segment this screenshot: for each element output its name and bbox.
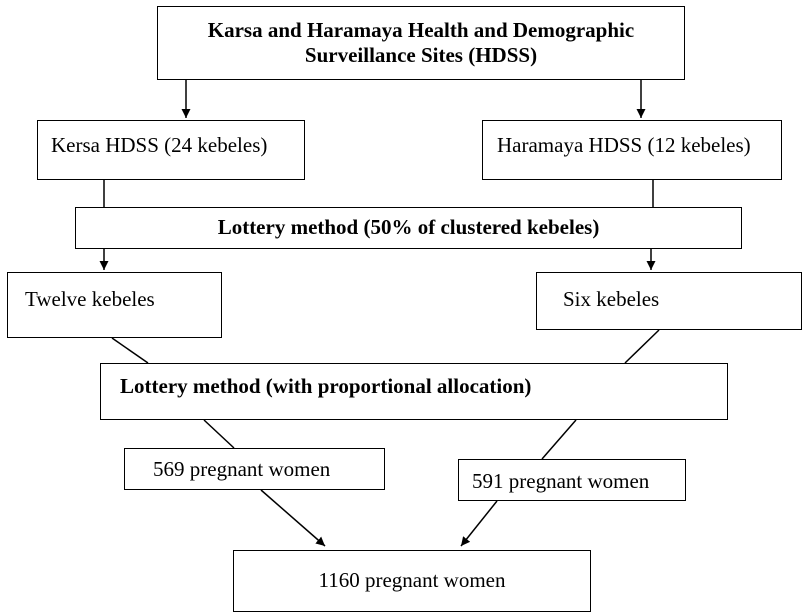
haramaya-hdss-box: Haramaya HDSS (12 kebeles) <box>482 120 782 180</box>
hdss-sites-box: Karsa and Haramaya Health and Demographi… <box>157 6 685 80</box>
total-women-box: 1160 pregnant women <box>233 550 591 612</box>
hdss-sites-label: Karsa and Haramaya Health and Demographi… <box>207 17 635 67</box>
kersa-hdss-box: Kersa HDSS (24 kebeles) <box>37 120 305 180</box>
haramaya-women-box: 591 pregnant women <box>458 459 686 501</box>
edge-twelve-to-proportional <box>111 337 149 364</box>
lottery-proportional-box: Lottery method (with proportional alloca… <box>100 363 728 420</box>
edge-proportional-to-569 <box>203 419 235 449</box>
lottery-proportional-label: Lottery method (with proportional alloca… <box>120 374 532 398</box>
six-kebeles-label: Six kebeles <box>563 287 660 311</box>
twelve-kebeles-label: Twelve kebeles <box>25 287 155 311</box>
lottery-clustered-label: Lottery method (50% of clustered kebeles… <box>217 215 600 240</box>
kersa-hdss-label: Kersa HDSS (24 kebeles) <box>51 133 268 157</box>
kersa-women-label: 569 pregnant women <box>153 457 331 481</box>
haramaya-women-label: 591 pregnant women <box>472 469 650 493</box>
edge-six-to-proportional <box>624 329 660 364</box>
six-kebeles-box: Six kebeles <box>536 272 802 330</box>
edge-proportional-to-591 <box>541 419 577 460</box>
lottery-clustered-box: Lottery method (50% of clustered kebeles… <box>75 207 742 249</box>
edge-591-to-total <box>460 500 498 547</box>
kersa-women-box: 569 pregnant women <box>124 448 385 490</box>
twelve-kebeles-box: Twelve kebeles <box>7 272 222 338</box>
edge-569-to-total <box>260 489 326 547</box>
total-women-label: 1160 pregnant women <box>318 568 506 593</box>
haramaya-hdss-label: Haramaya HDSS (12 kebeles) <box>497 133 751 157</box>
